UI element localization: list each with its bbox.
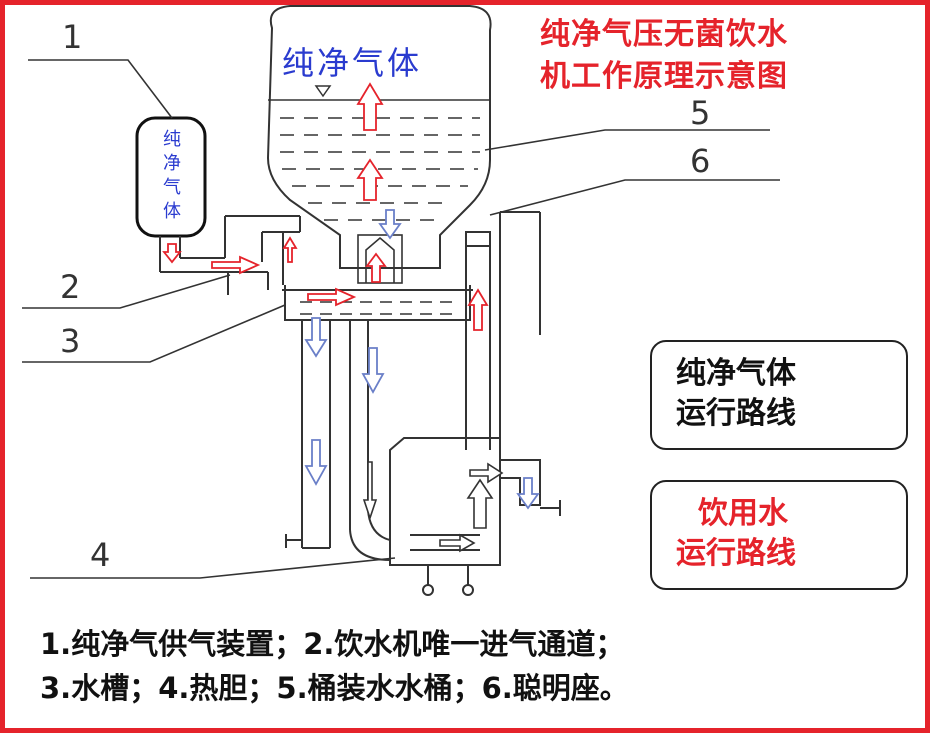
diagram-title: 纯净气压无菌饮水 机工作原理示意图 xyxy=(540,14,900,98)
callout-2: 2 xyxy=(60,268,81,306)
dispenser-body xyxy=(285,211,561,585)
callout-5: 5 xyxy=(690,94,711,132)
legend-water-text: 饮用水 运行路线 xyxy=(676,494,796,574)
callout-4: 4 xyxy=(90,536,111,574)
title-line-1: 纯净气压无菌饮水 xyxy=(540,17,788,52)
canister-char: 纯 xyxy=(163,129,181,150)
caption-line-1: 1.纯净气供气装置；2.饮水机唯一进气通道； xyxy=(40,627,625,661)
caption-line-2: 3.水槽；4.热胆；5.桶装水水桶；6.聪明座。 xyxy=(40,671,629,705)
callout-3: 3 xyxy=(60,322,81,360)
canister-char: 净 xyxy=(163,153,181,174)
gas-route-arrows xyxy=(162,82,489,331)
legend-gas-route xyxy=(650,340,908,450)
legend-water-line-1: 饮用水 xyxy=(698,496,788,531)
bottle-neck xyxy=(357,234,403,284)
water-in-bottle xyxy=(268,99,490,221)
smart-seat-and-tank xyxy=(282,285,473,321)
water-level-marker-icon xyxy=(314,85,332,98)
legend-gas-text: 纯净气体 运行路线 xyxy=(676,354,796,434)
legend-gas-line-2: 运行路线 xyxy=(676,396,796,431)
heater-terminal-left xyxy=(422,584,434,596)
callout-1: 1 xyxy=(62,18,83,56)
intake-channel xyxy=(159,215,301,295)
title-line-2: 机工作原理示意图 xyxy=(540,59,788,94)
bottle-gas-label: 纯净气体 xyxy=(282,44,423,82)
canister-char: 体 xyxy=(163,201,181,222)
callout-lines xyxy=(22,59,780,579)
water-route-arrows xyxy=(304,209,540,510)
canister-char: 气 xyxy=(163,177,181,198)
flow-arrows-black xyxy=(362,461,504,553)
legend-water-line-2: 运行路线 xyxy=(676,536,796,571)
heater-terminal-right xyxy=(462,584,474,596)
callout-6: 6 xyxy=(690,142,711,180)
canister-label: 纯 净 气 体 xyxy=(152,128,192,224)
legend-water-route xyxy=(650,480,908,590)
water-bottle xyxy=(266,5,492,269)
legend-gas-line-1: 纯净气体 xyxy=(676,356,796,391)
